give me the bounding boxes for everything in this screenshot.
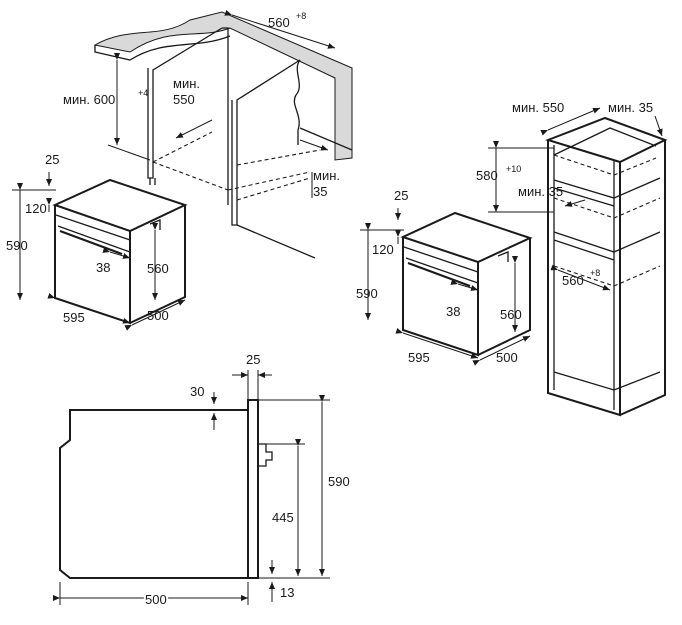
- right-oven-handle-gap: 38: [446, 304, 460, 319]
- side-door-height: 445: [272, 510, 294, 525]
- side-total-height: 590: [328, 474, 350, 489]
- top-gap-l2: 35: [313, 184, 327, 199]
- tall-gap-label: мин. 35: [518, 184, 563, 199]
- side-view: 25 30 590 445 13 500: [53, 352, 350, 609]
- tall-width-label: 560: [562, 273, 584, 288]
- top-gap-l1: мин.: [313, 168, 340, 183]
- right-oven-width: 595: [408, 350, 430, 365]
- left-oven-width: 595: [63, 310, 85, 325]
- undercounter-cabinet: 560 +8 мин. 600 +4 мин. 550 мин. 35: [63, 10, 353, 259]
- right-oven-panel: 120: [372, 242, 394, 257]
- tall-width-tol: +8: [590, 268, 600, 278]
- side-depth: 500: [145, 592, 167, 607]
- top-width-label: 560: [268, 15, 290, 30]
- countertop: [93, 11, 353, 161]
- tall-side-label: мин. 35: [608, 100, 653, 115]
- top-height-label: мин. 600: [63, 92, 115, 107]
- right-oven-top-offset: 25: [394, 188, 408, 203]
- side-top-gap: 30: [190, 384, 204, 399]
- tall-niche-height: 580: [476, 168, 498, 183]
- left-oven-inner-height: 560: [147, 261, 169, 276]
- tall-niche-tol: +10: [506, 164, 521, 174]
- right-oven-depth: 500: [496, 350, 518, 365]
- tall-cabinet: мин. 550 мин. 35 580 +10 мин. 35 560 +8: [476, 100, 668, 417]
- right-oven: 25 120 590 38 560 595 500: [356, 188, 533, 366]
- side-front-thickness: 25: [246, 352, 260, 367]
- top-width-tol: +8: [296, 11, 306, 21]
- top-height-tol: +4: [138, 88, 148, 98]
- left-oven-panel: 120: [25, 201, 47, 216]
- left-oven-handle-gap: 38: [96, 260, 110, 275]
- right-oven-inner-height: 560: [500, 307, 522, 322]
- left-oven-height: 590: [6, 238, 28, 253]
- tall-depth-label: мин. 550: [512, 100, 564, 115]
- right-oven-height: 590: [356, 286, 378, 301]
- left-oven-top-offset: 25: [45, 152, 59, 167]
- top-depth-l2: 550: [173, 92, 195, 107]
- top-depth-l1: мин.: [173, 76, 200, 91]
- side-bottom-gap: 13: [280, 585, 294, 600]
- left-oven-depth: 500: [147, 308, 169, 323]
- left-oven: 25 120 590 38 560 595 500: [6, 152, 188, 331]
